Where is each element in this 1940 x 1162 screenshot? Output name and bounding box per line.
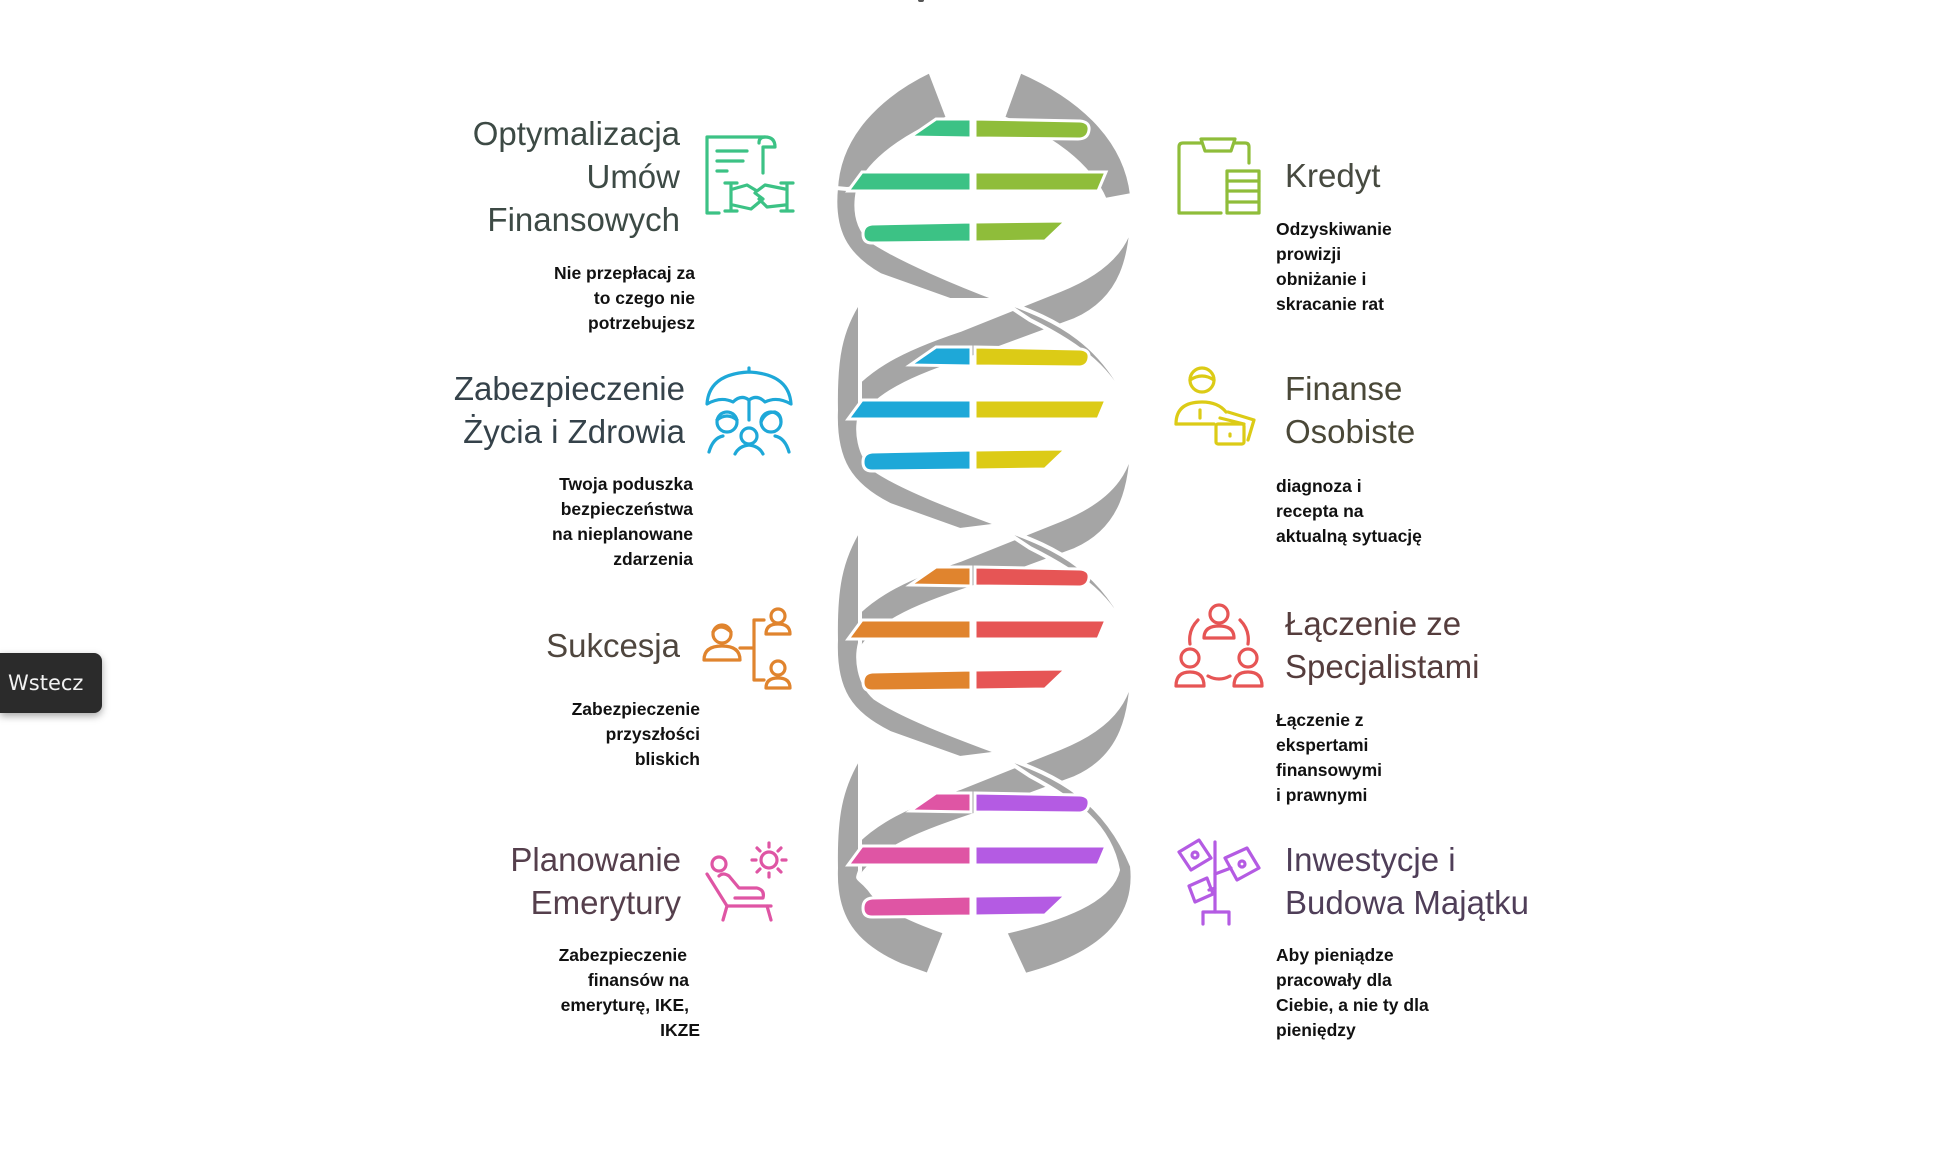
topic-finanse-osobiste: Finanse Osobiste bbox=[1285, 367, 1585, 453]
umbrella-family-icon bbox=[705, 366, 793, 456]
contract-handshake-icon bbox=[703, 133, 795, 221]
topic-inwestycje: Inwestycje i Budowa Majątku bbox=[1285, 838, 1625, 924]
topic-description: Nie przepłacaj za to czego nie potrzebuj… bbox=[553, 263, 695, 333]
topic-description: Zabezpieczenie przyszłości bliskich bbox=[571, 699, 700, 769]
topic-title: Planowanie Emerytury bbox=[510, 841, 681, 921]
retirement-lounger-icon bbox=[705, 840, 793, 922]
topic-title: Zabezpieczenie Życia i Zdrowia bbox=[453, 370, 685, 450]
topic-title: Sukcesja bbox=[546, 627, 680, 664]
topic-optymalizacja-umow: Optymalizacja Umów Finansowych bbox=[380, 112, 680, 241]
topic-zabezpieczenie-zycia: Zabezpieczenie Życia i Zdrowia bbox=[380, 367, 685, 453]
cut-off-heading-fragment bbox=[918, 0, 924, 2]
topic-title: Inwestycje i Budowa Majątku bbox=[1285, 841, 1529, 921]
topic-title: Kredyt bbox=[1285, 157, 1381, 194]
helix-rungs bbox=[845, 117, 1109, 919]
people-network-icon bbox=[1174, 602, 1264, 690]
topic-title: Optymalizacja Umów Finansowych bbox=[472, 115, 680, 238]
topic-laczenie-ze-specjalistami: Łączenie ze Specjalistami bbox=[1285, 602, 1625, 688]
helix-strands bbox=[833, 69, 1136, 977]
topic-title: Finanse Osobiste bbox=[1285, 370, 1416, 450]
back-button[interactable]: Wstecz bbox=[0, 653, 102, 713]
topic-kredyt: Kredyt bbox=[1285, 154, 1585, 197]
topic-description: Aby pieniądze pracowały dla Ciebie, a ni… bbox=[1276, 945, 1429, 1040]
topic-description: diagnoza i recepta na aktualną sytuację bbox=[1276, 476, 1422, 546]
money-plant-icon bbox=[1175, 838, 1261, 926]
topic-planowanie-emerytury: Planowanie Emerytury bbox=[380, 838, 681, 924]
clipboard-coins-icon bbox=[1175, 133, 1261, 219]
succession-tree-icon bbox=[702, 604, 794, 690]
topic-description: Łączenie z ekspertami finansowymi i praw… bbox=[1276, 710, 1382, 805]
topic-sukcesja: Sukcesja bbox=[380, 624, 680, 667]
topic-title: Łączenie ze Specjalistami bbox=[1285, 605, 1480, 685]
topic-description: Odzyskiwanie prowizji obniżanie i skraca… bbox=[1276, 219, 1392, 314]
back-button-label: Wstecz bbox=[8, 671, 84, 695]
topic-description: Zabezpieczenie finansów na emeryturę, IK… bbox=[558, 945, 700, 1040]
topic-description: Twoja poduszka bezpieczeństwa na nieplan… bbox=[552, 474, 693, 569]
person-wallet-icon bbox=[1174, 366, 1264, 456]
